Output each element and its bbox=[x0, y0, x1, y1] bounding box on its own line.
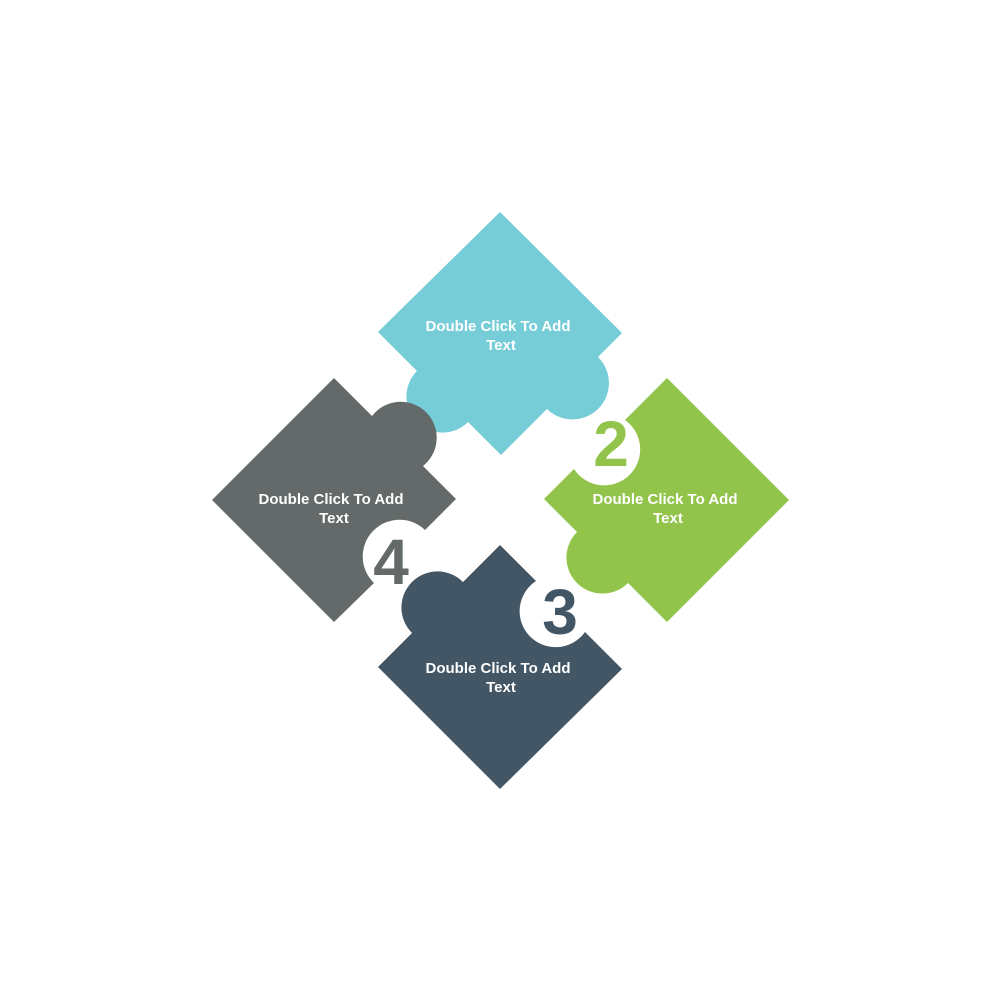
puzzle-piece-3-label-line2: Text bbox=[486, 679, 516, 696]
puzzle-piece-1-shape bbox=[378, 212, 622, 455]
puzzle-piece-4[interactable]: Double Click To Add Text 4 bbox=[212, 378, 456, 622]
puzzle-piece-1-label-line1: Double Click To Add bbox=[426, 318, 571, 335]
puzzle-piece-1-number: 1 bbox=[424, 356, 460, 428]
puzzle-piece-4-number: 4 bbox=[373, 526, 409, 598]
puzzle-piece-2-shape bbox=[544, 378, 789, 622]
puzzle-piece-1[interactable]: Double Click To Add Text 1 bbox=[378, 212, 622, 455]
puzzle-piece-2[interactable]: Double Click To Add Text 2 bbox=[544, 378, 789, 622]
puzzle-piece-4-label-line1: Double Click To Add bbox=[259, 491, 404, 508]
puzzle-piece-4-shape bbox=[212, 378, 456, 622]
puzzle-piece-1-label-line2: Text bbox=[486, 337, 516, 354]
puzzle-piece-3[interactable]: Double Click To Add Text 3 bbox=[378, 545, 622, 789]
puzzle-piece-2-number: 2 bbox=[593, 408, 629, 480]
puzzle-piece-2-label-line2: Text bbox=[653, 510, 683, 527]
puzzle-piece-3-shape bbox=[378, 545, 622, 789]
puzzle-piece-2-label-line1: Double Click To Add bbox=[593, 491, 738, 508]
puzzle-piece-3-number: 3 bbox=[542, 576, 578, 648]
puzzle-piece-3-label-line1: Double Click To Add bbox=[426, 660, 571, 677]
puzzle-piece-4-label-line2: Text bbox=[319, 510, 349, 527]
